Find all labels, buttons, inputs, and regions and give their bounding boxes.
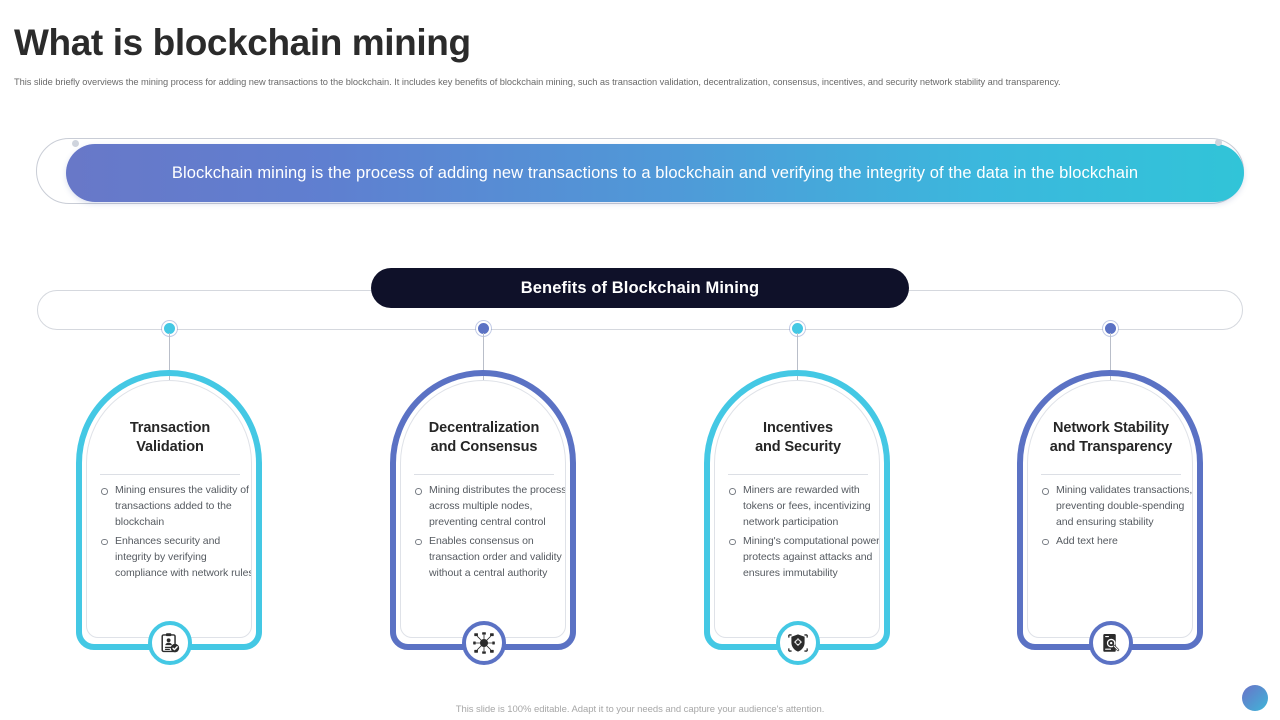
list-item: Mining validates transactions, preventin… xyxy=(1036,482,1192,531)
section-heading-pill: Benefits of Blockchain Mining xyxy=(371,268,909,308)
card-body: Incentives and Security Miners are rewar… xyxy=(714,380,880,638)
connector-stem-3 xyxy=(797,333,798,381)
card-title-divider xyxy=(1041,474,1181,475)
card-title-line1: Decentralization xyxy=(428,420,540,436)
corner-accent-icon xyxy=(1242,685,1268,711)
benefit-card-decentralization-and-consensus[interactable]: Decentralization and Consensus Mining di… xyxy=(390,370,576,665)
document-magnifier-icon xyxy=(1089,621,1133,665)
footer-note: This slide is 100% editable. Adapt it to… xyxy=(455,704,825,715)
list-item: Add text here xyxy=(1036,533,1192,549)
hero-banner-fill: Blockchain mining is the process of addi… xyxy=(66,144,1244,202)
list-item: Mining distributes the process across mu… xyxy=(409,482,565,531)
list-item: Mining's computational power protects ag… xyxy=(723,533,879,582)
card-title-line1: Incentives xyxy=(763,420,833,436)
page-title: What is blockchain mining xyxy=(14,22,471,63)
card-bullet-list: Mining ensures the validity of transacti… xyxy=(95,482,251,583)
hero-dot-left-icon xyxy=(72,140,79,147)
card-title-line2: Validation xyxy=(136,439,204,455)
card-bullet-list: Mining validates transactions, preventin… xyxy=(1036,482,1192,551)
network-nodes-icon xyxy=(462,621,506,665)
hero-dot-right-icon xyxy=(1215,139,1222,146)
connector-stem-1 xyxy=(169,333,170,381)
hero-banner-text: Blockchain mining is the process of addi… xyxy=(171,163,1139,182)
list-item: Miners are rewarded with tokens or fees,… xyxy=(723,482,879,531)
card-title-line2: and Consensus xyxy=(430,439,538,455)
card-title-line1: Transaction xyxy=(129,420,211,436)
section-heading-label: Benefits of Blockchain Mining xyxy=(520,278,760,297)
connector-stem-4 xyxy=(1110,333,1111,381)
card-bullet-list: Miners are rewarded with tokens or fees,… xyxy=(723,482,879,583)
card-body: Decentralization and Consensus Mining di… xyxy=(400,380,566,638)
connector-stem-2 xyxy=(483,333,484,381)
card-title: Network Stability and Transparency xyxy=(1028,419,1192,457)
card-title-line2: and Transparency xyxy=(1049,439,1173,455)
list-item: Mining ensures the validity of transacti… xyxy=(95,482,251,531)
benefit-card-network-stability-and-transparency[interactable]: Network Stability and Transparency Minin… xyxy=(1017,370,1203,665)
benefit-card-transaction-validation[interactable]: Transaction Validation Mining ensures th… xyxy=(76,370,262,665)
card-body: Transaction Validation Mining ensures th… xyxy=(86,380,252,638)
list-item: Enhances security and integrity by verif… xyxy=(95,533,251,582)
benefit-card-incentives-and-security[interactable]: Incentives and Security Miners are rewar… xyxy=(704,370,890,665)
list-item: Enables consensus on transaction order a… xyxy=(409,533,565,582)
card-title: Decentralization and Consensus xyxy=(401,419,565,457)
card-title: Transaction Validation xyxy=(87,419,251,457)
card-title-line2: and Security xyxy=(755,439,841,455)
card-title: Incentives and Security xyxy=(715,419,879,457)
shield-security-icon xyxy=(776,621,820,665)
card-bullet-list: Mining distributes the process across mu… xyxy=(409,482,565,583)
page-subtitle: This slide briefly overviews the mining … xyxy=(14,77,1061,87)
clipboard-id-check-icon xyxy=(148,621,192,665)
card-title-line1: Network Stability xyxy=(1053,420,1169,436)
card-title-divider xyxy=(728,474,868,475)
hero-banner: Blockchain mining is the process of addi… xyxy=(36,138,1244,204)
card-title-divider xyxy=(414,474,554,475)
card-title-divider xyxy=(100,474,240,475)
card-body: Network Stability and Transparency Minin… xyxy=(1027,380,1193,638)
